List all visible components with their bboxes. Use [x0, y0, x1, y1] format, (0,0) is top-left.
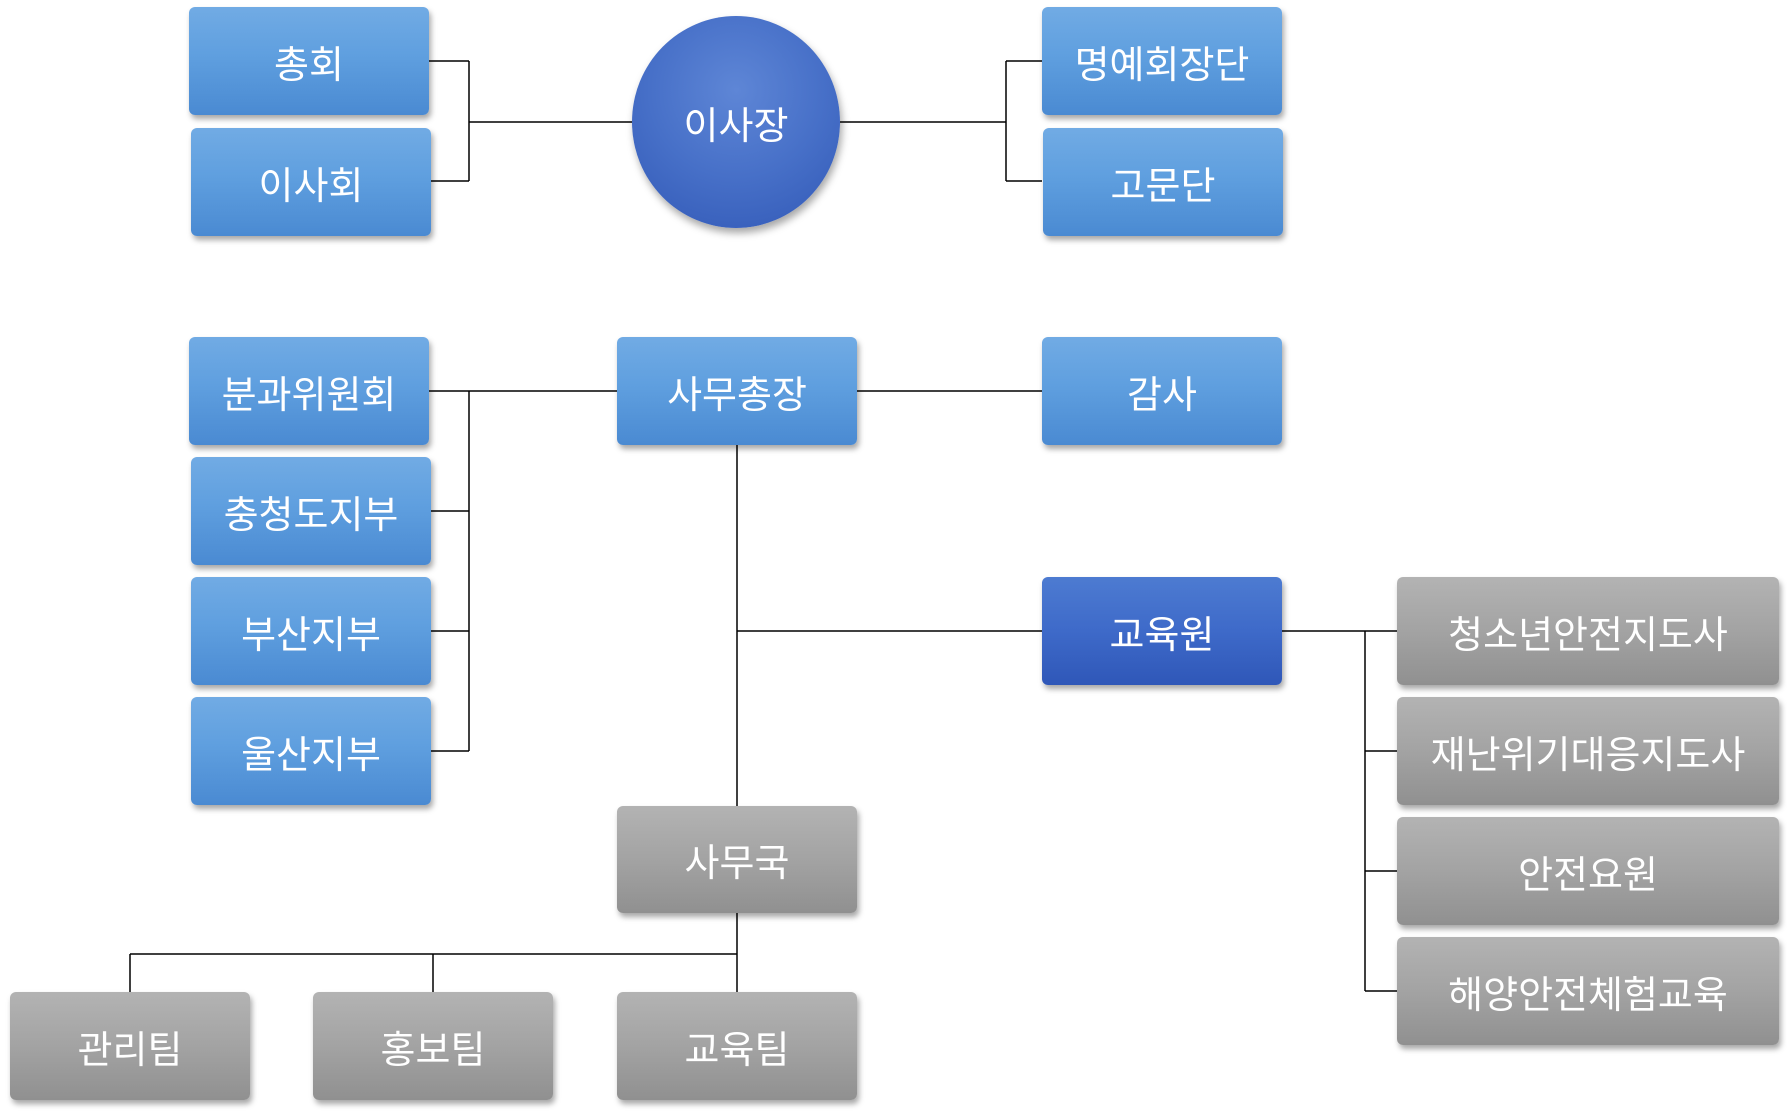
audit-box: 감사 — [1042, 337, 1282, 445]
chairman-circle: 이사장 — [632, 16, 840, 228]
program-box-safety-staff: 안전요원 — [1397, 817, 1779, 925]
team-box-management: 관리팀 — [10, 992, 250, 1100]
education-institute-box: 교육원 — [1042, 577, 1282, 685]
program-box-youth-safety-instructor: 청소년안전지도사 — [1397, 577, 1779, 685]
ulsan-branch-box: 울산지부 — [191, 697, 431, 805]
secretariat-box: 사무국 — [617, 806, 857, 913]
advisors-box: 고문단 — [1043, 128, 1283, 236]
team-box-public-relations: 홍보팀 — [313, 992, 553, 1100]
program-box-marine-safety-education: 해양안전체험교육 — [1397, 937, 1779, 1045]
secretary-general-box: 사무총장 — [617, 337, 857, 445]
busan-branch-box: 부산지부 — [191, 577, 431, 685]
program-box-disaster-response-instructor: 재난위기대응지도사 — [1397, 697, 1779, 805]
honorary-chairs-box: 명예회장단 — [1042, 7, 1282, 115]
board-of-directors-box: 이사회 — [191, 128, 431, 236]
team-box-education: 교육팀 — [617, 992, 857, 1100]
general-assembly-box: 총회 — [189, 7, 429, 115]
subcommittee-box: 분과위원회 — [189, 337, 429, 445]
chungcheong-branch-box: 충청도지부 — [191, 457, 431, 565]
